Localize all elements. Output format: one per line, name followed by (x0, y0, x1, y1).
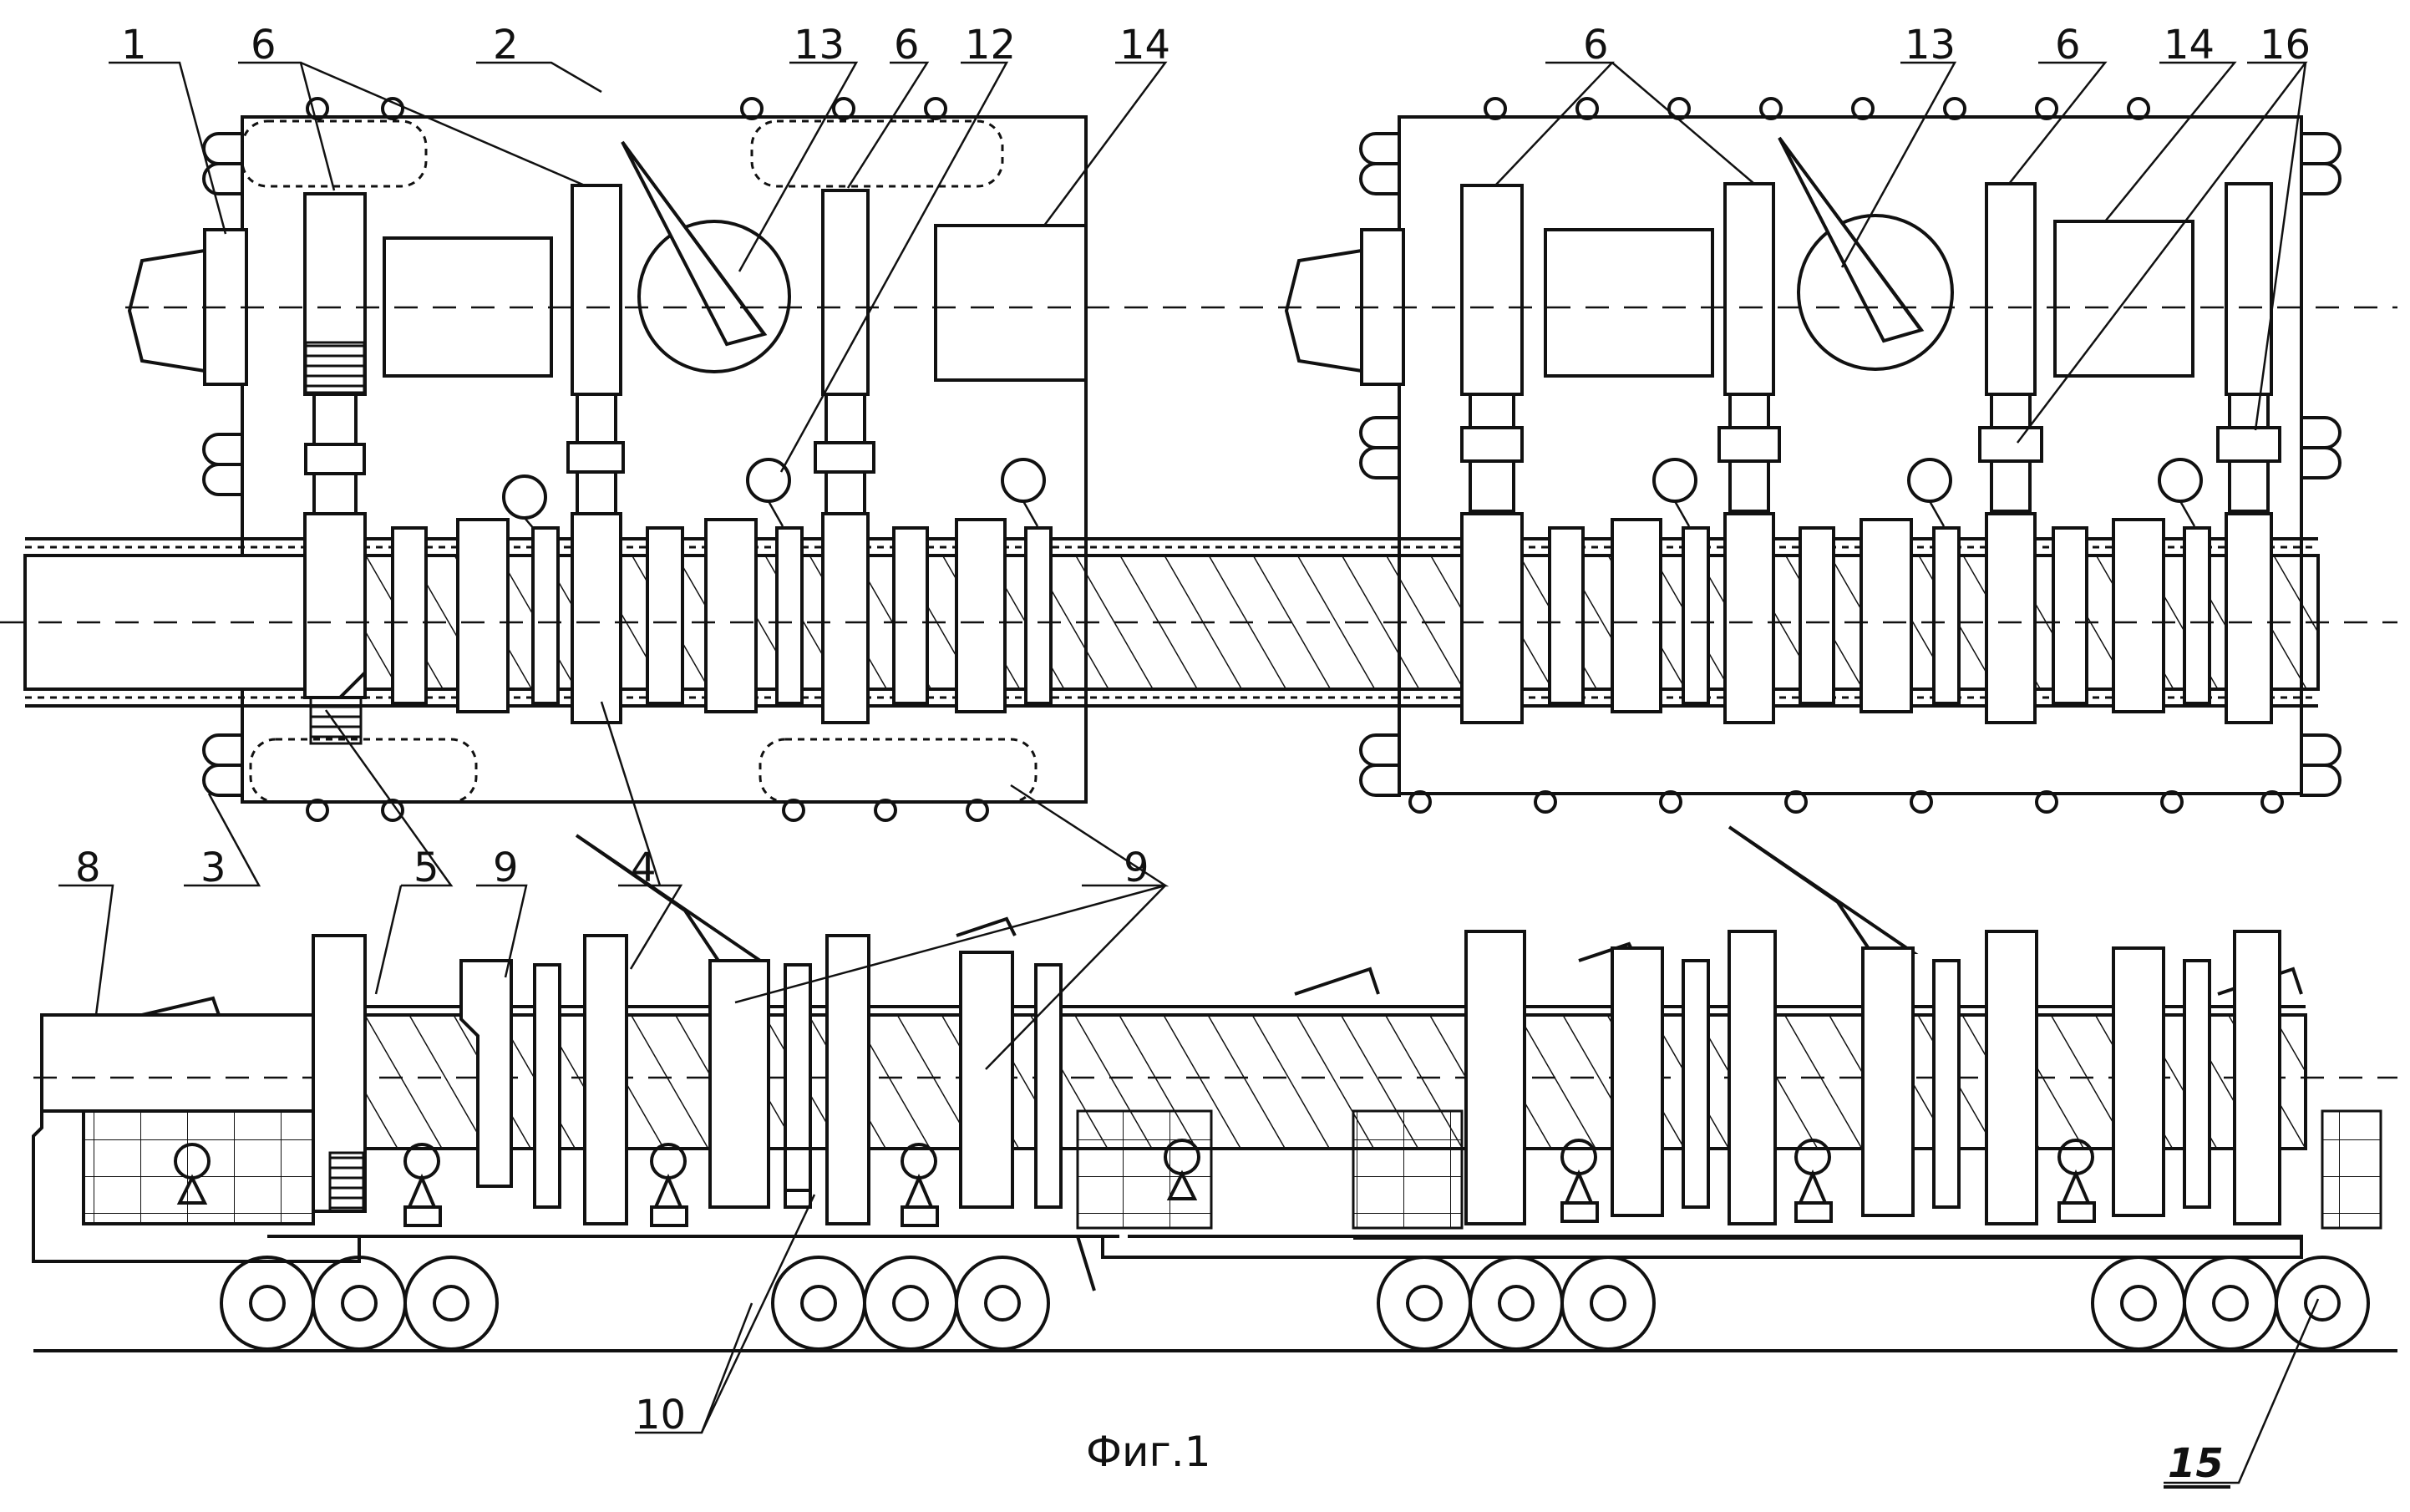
leader-lines (58, 63, 2318, 1483)
callout-6: 6 (2055, 22, 2081, 68)
callout-5: 5 (414, 845, 439, 891)
block (1545, 230, 1712, 376)
callout-6: 6 (894, 22, 920, 68)
cab-8 (33, 998, 359, 1261)
callout-1: 1 (121, 22, 147, 68)
rotor-13 (1779, 138, 1952, 369)
callout-14: 14 (2164, 22, 2215, 68)
callout-8: 8 (75, 845, 101, 891)
callout-15: 15 (2168, 1440, 2224, 1487)
figure-caption: Фиг.1 (1086, 1428, 1211, 1476)
callout-13: 13 (1905, 22, 1956, 68)
callout-9: 9 (493, 845, 519, 891)
cutter-head (1286, 230, 1403, 384)
block-14 (936, 226, 1086, 380)
callout-2: 2 (493, 22, 519, 68)
side-view (33, 827, 2397, 1351)
rotor-13 (622, 142, 789, 372)
callout-6: 6 (251, 22, 277, 68)
callout-labels: 1 6 2 13 6 12 14 6 13 6 14 16 8 3 5 9 4 … (75, 22, 2311, 1487)
callout-12: 12 (965, 22, 1016, 68)
callout-9: 9 (1124, 845, 1149, 891)
callout-3: 3 (200, 845, 226, 891)
wheels (221, 1257, 2368, 1349)
top-auger-shaft (25, 514, 2318, 743)
callout-14: 14 (1119, 22, 1170, 68)
callout-6: 6 (1583, 22, 1609, 68)
callout-10: 10 (635, 1392, 686, 1438)
callout-13: 13 (794, 22, 845, 68)
callout-4: 4 (631, 845, 657, 891)
columns-6 (1462, 184, 2280, 511)
block-14 (2055, 221, 2193, 376)
callout-16: 16 (2260, 22, 2311, 68)
